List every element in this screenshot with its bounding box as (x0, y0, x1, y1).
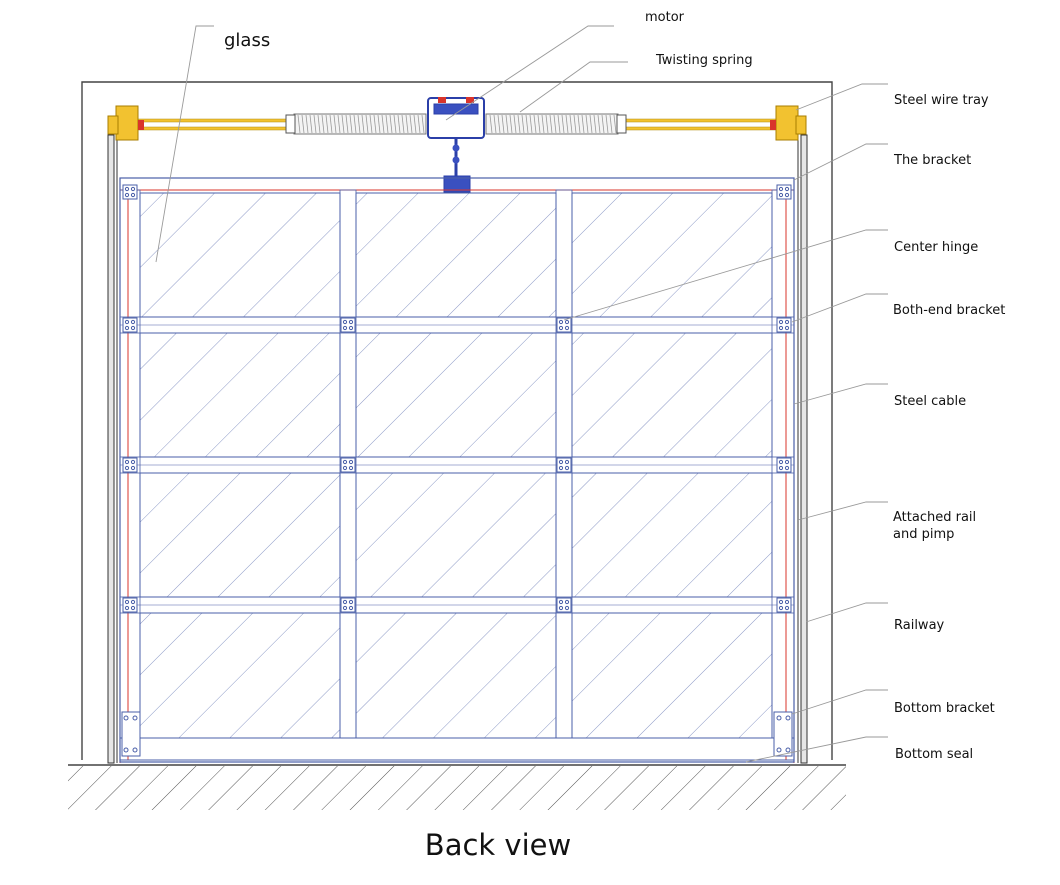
glass-panel (139, 612, 341, 739)
glass-panel (571, 612, 773, 739)
hinge (122, 457, 138, 473)
leader-glass (155, 25, 214, 263)
hinge (556, 457, 572, 473)
hinge (340, 457, 356, 473)
caption-back-view: Back view (424, 828, 572, 862)
label-glass: glass (224, 30, 271, 51)
glass-panel (139, 332, 341, 458)
label-railway: Railway (894, 618, 945, 633)
hinge (776, 317, 792, 333)
glass-panel (355, 472, 557, 598)
motor (427, 97, 485, 193)
leader-bottom-seal (745, 736, 888, 763)
wall-frame (81, 81, 833, 760)
leader-steel-wire-tray (795, 83, 888, 111)
leader-lines (155, 25, 888, 763)
label-attached-rail-line1: Attached rail (893, 510, 977, 525)
leader-center-hinge (563, 229, 888, 321)
label-motor: motor (645, 10, 685, 25)
glass-panels (139, 192, 773, 739)
hinges (122, 184, 792, 613)
label-steel-wire-tray: Steel wire tray (894, 93, 989, 108)
leader-bottom-bracket (791, 689, 888, 715)
label-attached-rail-line2: and pimp (893, 527, 955, 542)
bottom-seal (119, 737, 795, 761)
twisting-spring (285, 113, 627, 135)
label-the-bracket: The bracket (894, 153, 972, 168)
label-steel-cable: Steel cable (894, 394, 967, 409)
ground (68, 764, 846, 810)
label-both-end-bracket: Both-end bracket (893, 303, 1006, 318)
hinge (122, 597, 138, 613)
left-railway (107, 134, 121, 764)
bottom-brackets (121, 711, 793, 757)
hinge (340, 597, 356, 613)
hinge (776, 457, 792, 473)
leader-twisting-spring (519, 61, 628, 113)
leader-both-end-bracket (791, 293, 888, 323)
glass-panel (355, 332, 557, 458)
glass-panel (571, 472, 773, 598)
leader-railway (805, 602, 888, 623)
hinge (122, 317, 138, 333)
glass-panel (355, 192, 557, 318)
hinge (776, 597, 792, 613)
label-bottom-bracket: Bottom bracket (894, 701, 995, 716)
glass-panel (139, 472, 341, 598)
leader-motor (445, 25, 614, 121)
glass-panel (571, 192, 773, 318)
hinge (340, 317, 356, 333)
label-twisting-spring: Twisting spring (656, 53, 753, 68)
right-railway (793, 134, 808, 764)
label-center-hinge: Center hinge (894, 240, 979, 255)
glass-panel (571, 332, 773, 458)
hinge (776, 184, 792, 200)
label-bottom-seal: Bottom seal (895, 747, 974, 762)
right-steel-wire-tray (770, 105, 807, 141)
leader-the-bracket (793, 143, 888, 181)
hinge (556, 317, 572, 333)
hinge (122, 184, 138, 200)
glass-panel (355, 612, 557, 739)
hinge (556, 597, 572, 613)
leader-attached-rail (797, 501, 888, 521)
left-steel-wire-tray (107, 105, 144, 141)
leader-steel-cable (793, 383, 888, 405)
glass-panel (139, 192, 341, 318)
